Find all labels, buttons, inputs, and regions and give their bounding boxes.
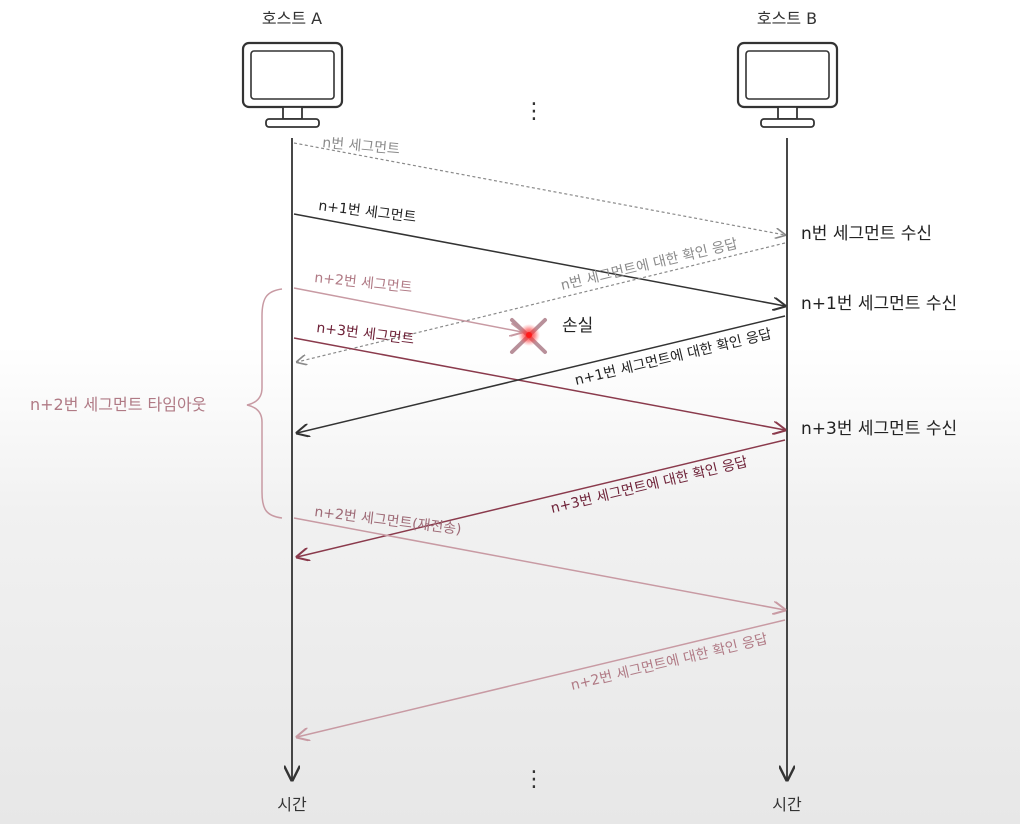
ack-n2-arrow: [297, 619, 786, 737]
receive-n1-label: n+1번 세그먼트 수신: [801, 294, 957, 314]
host-a-label: 호스트 A: [262, 9, 322, 28]
ack-n1-label: n+1번 세그먼트에 대한 확인 응답: [573, 326, 773, 389]
host-b-label: 호스트 B: [757, 9, 817, 28]
ack-n-arrow: [297, 242, 786, 362]
ack-n3-label: n+3번 세그먼트에 대한 확인 응답: [549, 454, 749, 517]
segment-n2-retransmit-arrow: [293, 517, 785, 610]
host-a-time-label: 시간: [277, 795, 307, 814]
ack-n1-arrow: [297, 315, 786, 433]
loss-label: 손실: [562, 316, 593, 336]
host-a-monitor-icon: [241, 41, 344, 128]
ack-n3-arrow: [297, 439, 786, 557]
segment-n2-retransmit-label: n+2번 세그먼트(재전송): [314, 504, 463, 538]
host-b-time-label: 시간: [772, 795, 802, 814]
receive-n-label: n번 세그먼트 수신: [801, 224, 932, 244]
host-b-monitor-icon: [736, 41, 839, 128]
receive-n3-label: n+3번 세그먼트 수신: [801, 419, 957, 439]
ack-n2-label: n+2번 세그먼트에 대한 확인 응답: [569, 631, 769, 694]
timeout-brace: [246, 288, 283, 519]
segment-n1-arrow: [293, 213, 785, 306]
segment-n3-label: n+3번 세그먼트: [316, 320, 416, 348]
bottom-ellipsis: ⋮: [523, 767, 545, 792]
timeout-label: n+2번 세그먼트 타임아웃: [30, 395, 206, 414]
ack-n-label: n번 세그먼트에 대한 확인 응답: [559, 236, 739, 294]
segment-n2-arrow: [293, 287, 522, 332]
segment-n2-label: n+2번 세그먼트: [314, 270, 414, 296]
loss-x-icon: [510, 318, 547, 354]
segment-n-arrow: [293, 142, 785, 235]
segment-n-label: n번 세그먼트: [322, 135, 401, 158]
segment-n3-arrow: [293, 337, 785, 430]
top-ellipsis: ⋮: [523, 99, 545, 124]
